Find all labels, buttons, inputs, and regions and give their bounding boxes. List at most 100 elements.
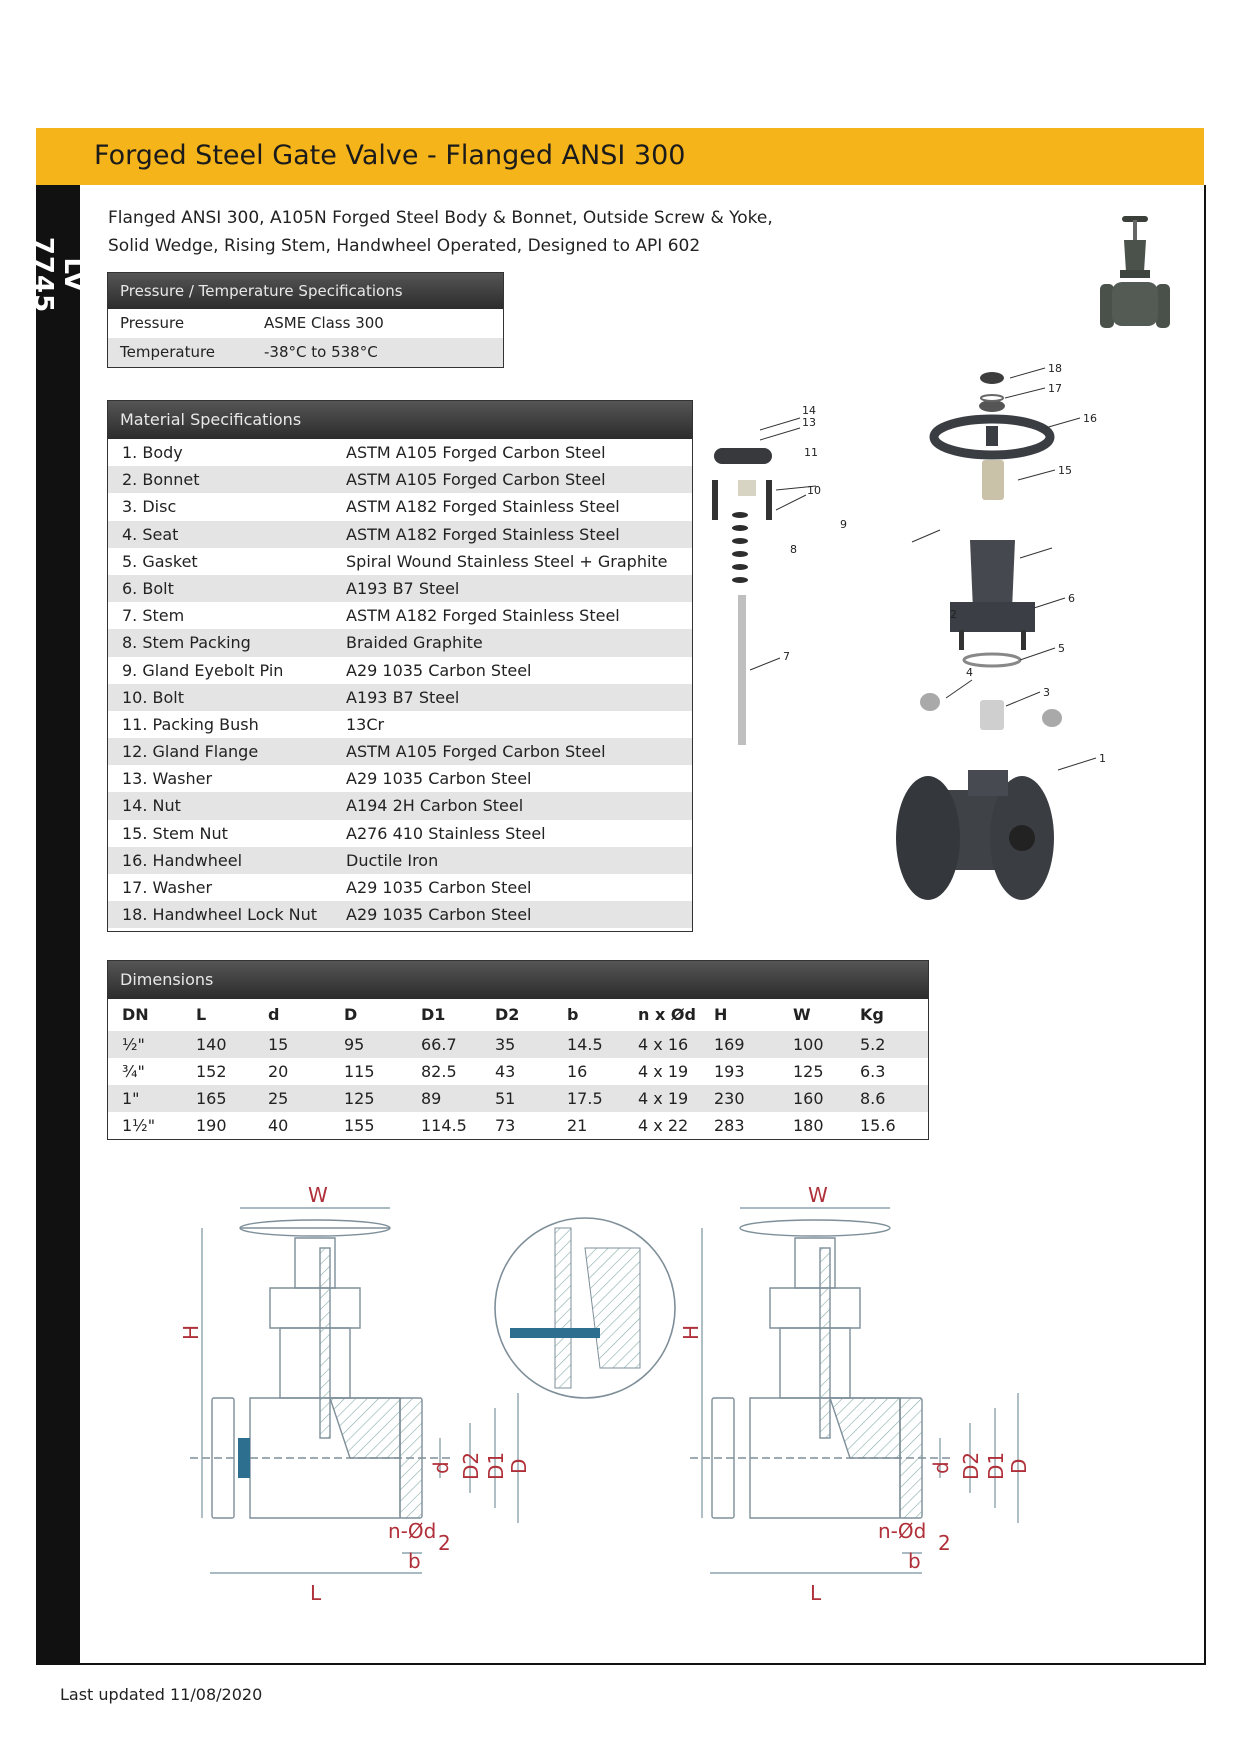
dimension-label-2: 2 — [438, 1531, 451, 1555]
part-name: 5. Gasket — [122, 551, 198, 571]
part-name: 15. Stem Nut — [122, 823, 228, 843]
table-cell: ½" — [122, 1035, 145, 1054]
dimension-label-nd: n-Ød — [878, 1519, 926, 1543]
table-cell: 230 — [714, 1089, 745, 1108]
table-cell: 4 x 19 — [638, 1089, 689, 1108]
table-cell: 114.5 — [421, 1116, 467, 1135]
part-name: 17. Washer — [122, 878, 213, 897]
product-description: Flanged ANSI 300, A105N Forged Steel Bod… — [108, 204, 798, 260]
product-code: LV 7745 — [28, 236, 88, 314]
table-cell: 66.7 — [421, 1035, 457, 1054]
gasket-part — [962, 652, 1022, 668]
part-material: A29 1035 Carbon Steel — [346, 905, 532, 925]
table-row: 6. Bolt A193 B7 Steel — [108, 574, 692, 603]
table-heading: Pressure / Temperature Specifications — [108, 273, 503, 309]
part-number-label: 8 — [790, 543, 797, 556]
table-cell: 180 — [793, 1116, 824, 1135]
column-header: W — [793, 1005, 811, 1024]
dimension-label-d1: D1 — [984, 1452, 1008, 1480]
part-number-label: 17 — [1048, 382, 1062, 395]
last-updated-note: Last updated 11/08/2020 — [60, 1685, 263, 1704]
table-cell: 125 — [793, 1062, 824, 1081]
table-row: 17. Washer A29 1035 Carbon Steel — [108, 874, 692, 901]
part-material: A29 1035 Carbon Steel — [346, 769, 532, 789]
part-material: ASTM A182 Forged Stainless Steel — [346, 524, 620, 544]
part-name: 12. Gland Flange — [122, 742, 259, 762]
part-number-label: 13 — [802, 416, 816, 429]
table-cell: 1½" — [122, 1116, 156, 1135]
valve-thumbnail-image — [1100, 216, 1170, 328]
dimension-label-l: L — [810, 1581, 822, 1605]
part-material: 13Cr — [346, 714, 385, 734]
table-cell: 8.6 — [860, 1089, 886, 1108]
left-valve-drawing — [190, 1207, 519, 1574]
table-cell: 21 — [567, 1116, 588, 1135]
stem-part — [738, 595, 746, 745]
table-cell: 89 — [421, 1089, 442, 1108]
dimension-label-b: b — [908, 1549, 921, 1573]
dimension-label-w: W — [308, 1183, 328, 1207]
part-name: 14. Nut — [122, 796, 181, 816]
table-cell: 165 — [196, 1089, 227, 1108]
dimension-label-d: d — [429, 1461, 453, 1474]
table-row: 9. Gland Eyebolt Pin A29 1035 Carbon Stee… — [108, 657, 692, 684]
table-cell: 193 — [714, 1062, 745, 1081]
table-row: 16. Handwheel Ductile Iron — [108, 846, 692, 874]
table-cell: 283 — [714, 1116, 745, 1135]
disc-part — [980, 700, 1004, 730]
column-header: b — [567, 1005, 579, 1024]
dimension-label-d2: D2 — [459, 1452, 483, 1480]
part-material: A193 B7 Steel — [346, 578, 460, 598]
table-row: Pressure ASME Class 300 — [108, 309, 503, 338]
part-name: 9. Gland Eyebolt Pin — [122, 660, 284, 680]
dimension-label-d-outer: D — [507, 1459, 531, 1474]
table-cell: 140 — [196, 1035, 227, 1054]
part-material: ASTM A182 Forged Stainless Steel — [346, 497, 620, 517]
table-cell: 43 — [495, 1062, 516, 1081]
part-name: 10. Bolt — [122, 687, 185, 707]
part-material: ASTM A105 Forged Carbon Steel — [346, 742, 606, 762]
sidebar-strip: LV 7745 — [28, 185, 88, 1665]
dimension-label-w: W — [808, 1183, 828, 1207]
part-name: 16. Handwheel — [122, 850, 243, 870]
column-header: L — [196, 1005, 207, 1024]
spec-value: ASME Class 300 — [264, 314, 384, 332]
part-material: Ductile Iron — [346, 850, 439, 870]
table-cell: ¾" — [122, 1062, 145, 1081]
part-name: 8. Stem Packing — [122, 633, 251, 653]
table-cell: 82.5 — [421, 1062, 457, 1081]
part-name: 6. Bolt — [122, 578, 174, 598]
dimension-label-2: 2 — [938, 1531, 951, 1555]
table-row: Temperature -38°C to 538°C — [108, 338, 503, 367]
table-cell: 25 — [268, 1089, 289, 1108]
table-cell: 4 x 22 — [638, 1116, 689, 1135]
part-number-label: 3 — [1043, 686, 1050, 699]
technical-drawings: W H L b 2 d D2 D1 D n-Ød — [179, 1183, 1031, 1605]
seat-part — [1042, 709, 1062, 727]
dimension-label-d1: D1 — [484, 1452, 508, 1480]
part-material: Braided Graphite — [346, 633, 483, 653]
table-cell: 160 — [793, 1089, 824, 1108]
part-number-label: 16 — [1083, 412, 1097, 425]
dimension-label-d-outer: D — [1007, 1459, 1031, 1474]
part-material: A29 1035 Carbon Steel — [346, 660, 532, 680]
stem-packing-part — [732, 512, 748, 583]
table-heading: Material Specifications — [108, 401, 692, 439]
part-material: A29 1035 Carbon Steel — [346, 878, 532, 897]
table-cell: 17.5 — [567, 1089, 603, 1108]
table-cell: 4 x 19 — [638, 1062, 689, 1081]
part-name: 1. Body — [122, 443, 183, 462]
table-cell: 100 — [793, 1035, 824, 1054]
part-material: A194 2H Carbon Steel — [346, 796, 524, 816]
table-cell: 51 — [495, 1089, 516, 1108]
table-cell: 115 — [344, 1062, 375, 1081]
